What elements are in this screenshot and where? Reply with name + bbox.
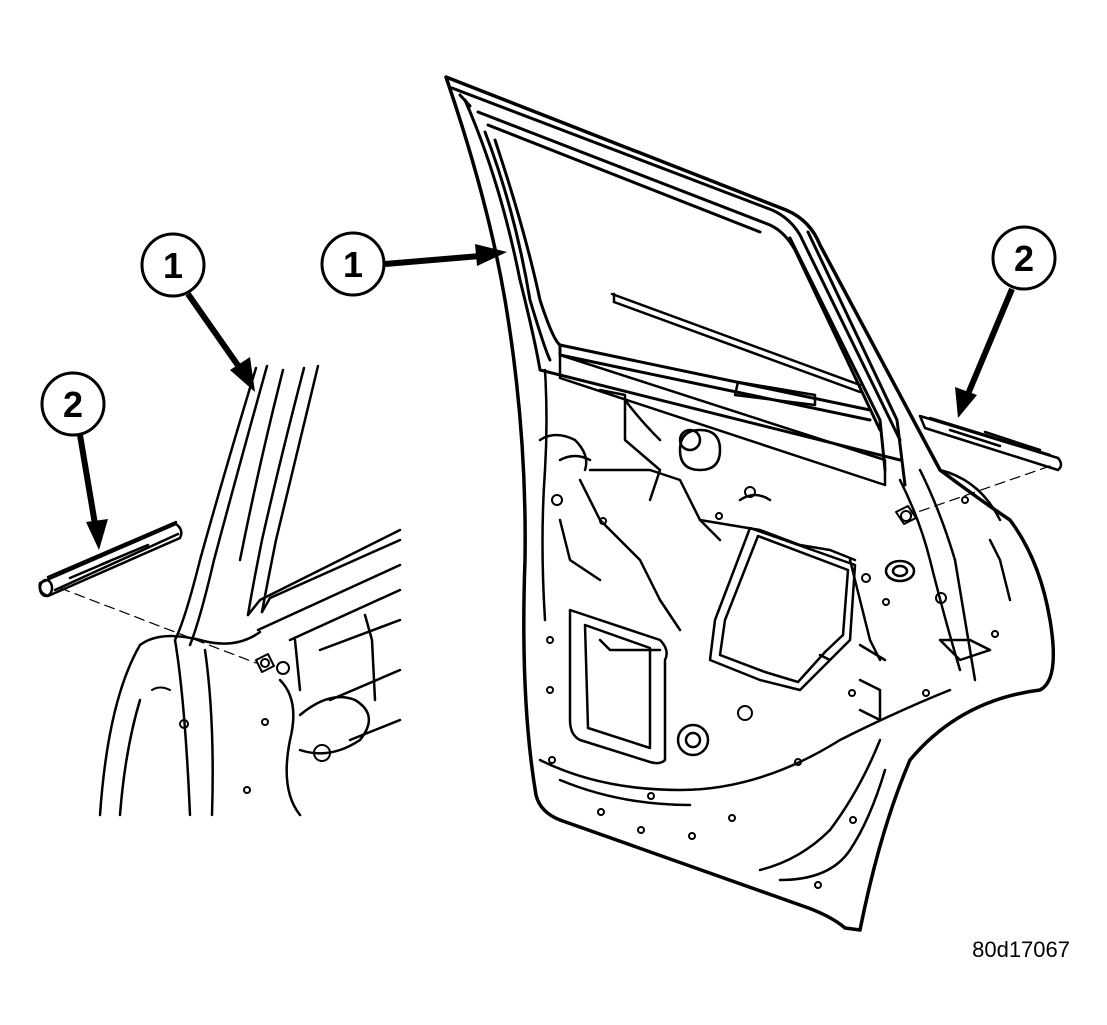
left-callout-2-label: 2 — [63, 384, 83, 425]
left-door-holes — [151, 661, 331, 794]
right-alignment-dash — [911, 465, 1051, 515]
left-door-body — [98, 528, 402, 817]
right-weatherstrip — [918, 414, 1063, 472]
window-frame — [450, 86, 907, 487]
left-callout-1-label: 1 — [163, 245, 183, 286]
right-callout-1: 1 — [320, 231, 507, 297]
right-door-view — [444, 75, 1063, 932]
left-detail-view — [38, 364, 402, 817]
right-fastener — [895, 505, 917, 525]
inner-panel — [538, 368, 1012, 882]
left-callout-1: 1 — [140, 232, 255, 392]
right-callout-2-label: 2 — [1014, 238, 1034, 279]
right-door-holes — [546, 486, 999, 889]
right-callout-1-label: 1 — [343, 244, 363, 285]
right-callout-2: 2 — [955, 225, 1057, 418]
pillar-frame — [173, 364, 320, 647]
figure-id: 80d17067 — [972, 937, 1070, 962]
left-callout-2: 2 — [40, 371, 108, 550]
belt-line — [558, 292, 887, 487]
left-fastener — [255, 653, 275, 673]
door-outer-outline — [444, 75, 1056, 932]
left-alignment-dash — [59, 587, 257, 664]
left-weatherstrip — [38, 520, 183, 598]
